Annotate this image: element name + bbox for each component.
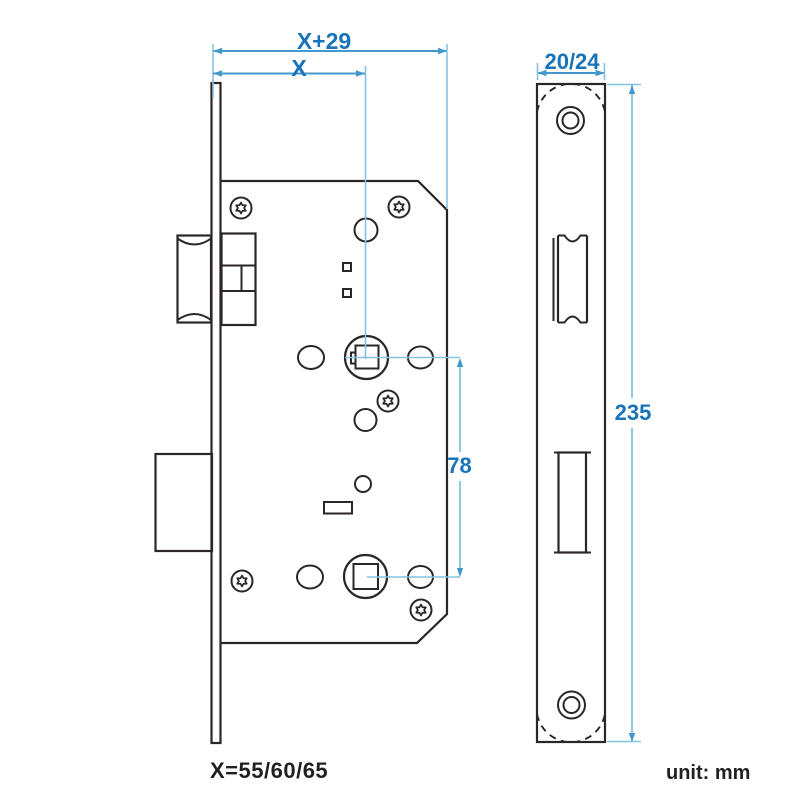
latch-cutout <box>552 234 589 324</box>
dim-label-78: 78 <box>447 453 472 478</box>
torx-screw-icon <box>409 598 433 622</box>
square-hole <box>342 288 352 298</box>
faceplate-front <box>210 81 222 745</box>
dim-label-20-24: 20/24 <box>544 49 600 74</box>
faceplate-side <box>535 82 607 744</box>
hole <box>354 475 372 493</box>
dim-label-x-plus-29: X+29 <box>296 28 352 54</box>
rounded-end-arc-bottom <box>536 713 606 744</box>
screw-hole-icon <box>556 106 585 135</box>
latch-bolt <box>176 234 213 324</box>
rounded-end-arc-top <box>536 82 606 113</box>
dimension-lines <box>212 44 641 743</box>
torx-screw-icon <box>230 569 254 593</box>
note-unit: unit: mm <box>666 762 751 784</box>
dim-label-x: X <box>291 55 307 81</box>
deadbolt-cutout <box>554 451 591 554</box>
lock-case-outline <box>221 179 449 645</box>
dim-label-235: 235 <box>614 400 652 425</box>
hole <box>296 564 324 590</box>
note-backset-values: X=55/60/65 <box>210 758 329 783</box>
latch-housing <box>220 232 257 327</box>
torx-screw-icon <box>376 389 400 413</box>
torx-screw-icon <box>229 196 253 220</box>
deadbolt <box>154 452 214 553</box>
hole <box>297 345 325 370</box>
screw-hole-icon <box>557 690 586 720</box>
front-view-lock-body <box>154 81 449 745</box>
square-hole <box>342 262 352 272</box>
hole <box>353 408 378 432</box>
torx-screw-icon <box>387 195 411 219</box>
side-view-faceplate <box>535 82 607 744</box>
stop-plate <box>323 501 353 515</box>
